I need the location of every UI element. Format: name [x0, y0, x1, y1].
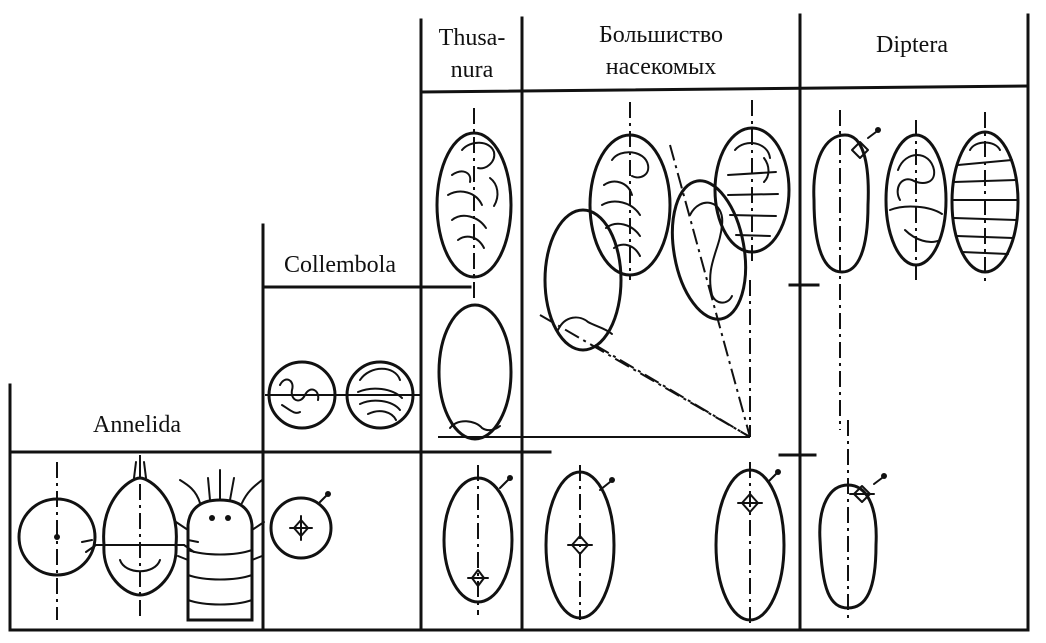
diptera-early-polar-body-icon: [867, 131, 877, 139]
majority-polar-body-left-icon: [599, 481, 611, 491]
diptera-egg-nucleus-icon: [849, 485, 875, 503]
thysanura-egg-nucleus-icon: [467, 569, 489, 587]
majority-polar-body-right-dot: [775, 469, 781, 475]
label-thysanura-line2: nura: [451, 57, 494, 83]
diptera-early-nucleus-icon: [851, 141, 869, 159]
annelida-egg-nucleus-icon: [54, 534, 60, 540]
collembola-polar-body-dot: [325, 491, 331, 497]
majority-egg-right-nucleus-icon: [737, 493, 763, 513]
diptera-polar-body-dot: [881, 473, 887, 479]
collembola-polar-body-icon: [319, 495, 327, 503]
majority-embryo-right-icon: [727, 142, 779, 237]
header-underline-top: [419, 84, 1030, 94]
majority-germ-band-right-icon: [689, 201, 733, 304]
thysanura-embryo-icon: [447, 141, 499, 249]
label-majority-line1: Большиство: [599, 22, 723, 48]
majority-polar-body-right-icon: [767, 473, 777, 483]
label-annelida: Annelida: [93, 412, 181, 438]
label-diptera: Diptera: [876, 32, 948, 58]
collembola-egg-icon: [269, 496, 333, 560]
label-majority-line2: насекомых: [606, 54, 716, 80]
majority-ray-3: [594, 344, 751, 438]
annelida-worm-icon: [186, 498, 254, 622]
majority-ray-1: [539, 314, 751, 438]
annelida-worm-eye-icon: [209, 515, 215, 521]
majority-germ-band-left-icon: [557, 316, 613, 335]
majority-stages: [539, 100, 791, 625]
majority-polar-body-left-dot: [609, 477, 615, 483]
thysanura-germ-band-icon: [449, 420, 501, 432]
collembola-egg-nucleus-icon: [289, 515, 313, 541]
collembola-stages: [265, 360, 420, 560]
diptera-early-egg-icon: [812, 133, 870, 274]
collembola-embryo-late-icon: [357, 367, 403, 421]
label-collembola: Collembola: [284, 252, 396, 278]
annelida-worm-segments: [187, 549, 253, 606]
annelida-stages: [17, 455, 265, 622]
collembola-embryo-early-icon: [279, 378, 320, 414]
diptera-early-polar-body-dot: [875, 127, 881, 133]
thysanura-mid-egg-icon: [437, 303, 513, 441]
diptera-germ-band-icon: [889, 154, 943, 243]
diptera-stages: [812, 110, 1020, 620]
annelida-larva-gut: [119, 559, 161, 573]
annelida-worm-tentacles: [179, 469, 263, 504]
diptera-polar-body-icon: [873, 477, 883, 485]
thysanura-polar-body-dot: [507, 475, 513, 481]
diptera-larva-segments-icon: [952, 141, 1018, 255]
majority-mid-egg-left-icon: [543, 208, 623, 352]
thysanura-stages: [435, 108, 750, 615]
thysanura-polar-body-icon: [499, 479, 509, 489]
majority-mid-egg-right-icon: [670, 179, 748, 321]
diptera-egg-icon: [818, 483, 878, 610]
table-grid: [8, 13, 1030, 632]
label-thysanura-line1: Thusa-: [439, 25, 506, 51]
annelida-larva-cilia: [81, 539, 199, 553]
annelida-worm-parapodia: [175, 521, 265, 561]
majority-embryo-left-icon: [601, 151, 650, 257]
majority-ray-2: [669, 144, 751, 438]
majority-egg-left-nucleus-icon: [567, 535, 593, 555]
annelida-worm-eye-icon: [225, 515, 231, 521]
